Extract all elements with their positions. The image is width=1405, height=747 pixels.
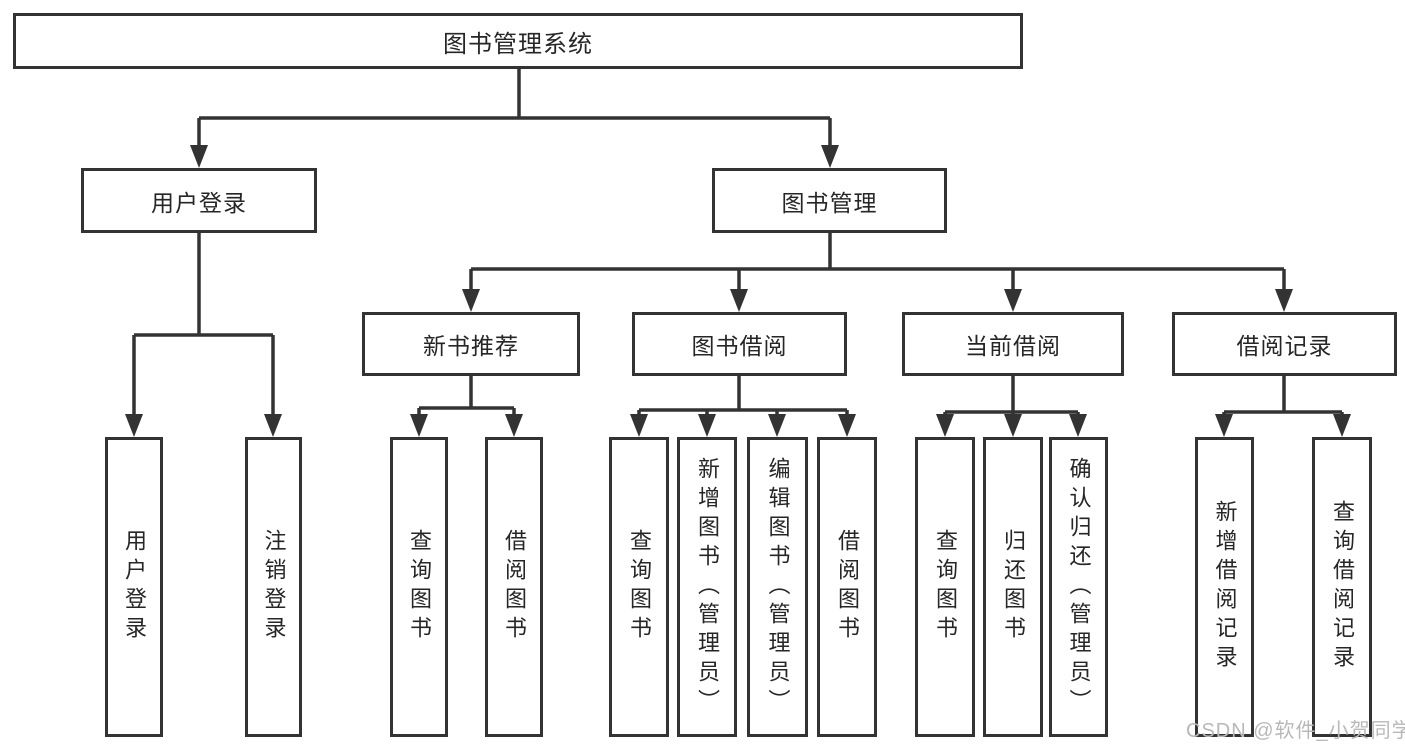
- node-user-login-label: 用户登录: [151, 189, 247, 216]
- arrowhead-borrow-records: [1275, 289, 1293, 312]
- node-leaf-borrow-books-b-label: 借阅图书: [502, 529, 527, 645]
- node-book-borrow: 图书借阅: [632, 312, 847, 376]
- node-leaf-query-books-c-label: 查询图书: [627, 529, 652, 645]
- node-leaf-query-books-b-label: 查询图书: [407, 529, 432, 645]
- node-current-borrow-label: 当前借阅: [965, 333, 1061, 359]
- connector-borrow-records-leaves: [1222, 376, 1344, 418]
- node-leaf-borrow-books-c-label: 借阅图书: [835, 529, 860, 645]
- node-root-label: 图书管理系统: [443, 30, 593, 58]
- node-book-borrow-label: 图书借阅: [691, 333, 788, 359]
- connector-user-login-leaves: [132, 233, 275, 418]
- arrowhead-leaf-user-login: [125, 414, 143, 437]
- connector-book-borrow-leaves: [637, 376, 849, 418]
- node-leaf-borrow-books-c: 借阅图书: [817, 437, 877, 737]
- arrowhead-user-login: [190, 145, 208, 168]
- node-leaf-query-record: 查询借阅记录: [1312, 437, 1372, 737]
- node-leaf-user-login: 用户登录: [105, 437, 163, 737]
- node-book-mgmt-label: 图书管理: [781, 189, 878, 216]
- node-leaf-confirm-return: 确认归还（管理员）: [1049, 437, 1108, 737]
- node-leaf-add-record-label: 新增借阅记录: [1212, 500, 1238, 674]
- arrowhead-book-borrow: [730, 289, 748, 312]
- node-leaf-add-books-label: 新增图书（管理员）: [695, 456, 720, 718]
- arrowhead-new-book-rec: [462, 289, 480, 312]
- node-leaf-query-books-c: 查询图书: [609, 437, 669, 737]
- arrowhead-leaf-borrow-books-c: [838, 414, 856, 437]
- node-leaf-logout: 注销登录: [245, 437, 302, 737]
- arrowhead-leaf-logout: [264, 414, 282, 437]
- arrowhead-leaf-add-books: [698, 414, 716, 437]
- connector-book-mgmt-level3: [469, 233, 1286, 292]
- node-user-login: 用户登录: [81, 168, 317, 233]
- node-borrow-records: 借阅记录: [1172, 312, 1397, 376]
- node-leaf-query-record-label: 查询借阅记录: [1330, 500, 1355, 674]
- csdn-watermark: CSDN @软件_小贺同学: [1186, 720, 1405, 742]
- arrowhead-leaf-query-books-d: [936, 414, 954, 437]
- node-leaf-return-books: 归还图书: [983, 437, 1043, 737]
- node-leaf-query-books-b: 查询图书: [390, 437, 448, 737]
- node-leaf-query-books-d-label: 查询图书: [933, 529, 958, 645]
- arrowhead-leaf-borrow-books-b: [505, 414, 523, 437]
- node-leaf-logout-label: 注销登录: [261, 529, 287, 645]
- node-leaf-user-login-label: 用户登录: [122, 529, 147, 645]
- arrowhead-leaf-edit-books: [768, 414, 786, 437]
- arrowhead-leaf-confirm-return: [1069, 414, 1087, 437]
- connector-current-borrow-leaves: [943, 376, 1080, 418]
- arrowhead-leaf-return-books: [1004, 414, 1022, 437]
- arrowhead-current-borrow: [1004, 289, 1022, 312]
- node-leaf-return-books-label: 归还图书: [1001, 529, 1026, 645]
- node-book-mgmt: 图书管理: [712, 168, 947, 233]
- arrowhead-book-mgmt: [821, 145, 839, 168]
- node-new-book-rec-label: 新书推荐: [423, 333, 519, 359]
- node-leaf-confirm-return-label: 确认归还（管理员）: [1066, 456, 1092, 718]
- node-leaf-add-record: 新增借阅记录: [1195, 437, 1254, 737]
- arrowhead-leaf-query-record: [1333, 414, 1351, 437]
- node-leaf-borrow-books-b: 借阅图书: [485, 437, 543, 737]
- node-leaf-edit-books-label: 编辑图书（管理员）: [765, 456, 791, 718]
- node-leaf-edit-books: 编辑图书（管理员）: [747, 437, 808, 737]
- arrowhead-leaf-query-books-b: [410, 414, 428, 437]
- node-leaf-add-books: 新增图书（管理员）: [677, 437, 737, 737]
- connector-root-to-level2: [197, 68, 832, 150]
- node-leaf-query-books-d: 查询图书: [915, 437, 975, 737]
- node-borrow-records-label: 借阅记录: [1236, 333, 1333, 359]
- node-current-borrow: 当前借阅: [902, 312, 1124, 376]
- arrowhead-leaf-query-books-c: [630, 414, 648, 437]
- node-new-book-rec: 新书推荐: [362, 312, 580, 376]
- connector-new-book-rec-leaves: [417, 376, 516, 418]
- node-root: 图书管理系统: [13, 13, 1023, 69]
- arrowhead-leaf-add-record: [1215, 414, 1233, 437]
